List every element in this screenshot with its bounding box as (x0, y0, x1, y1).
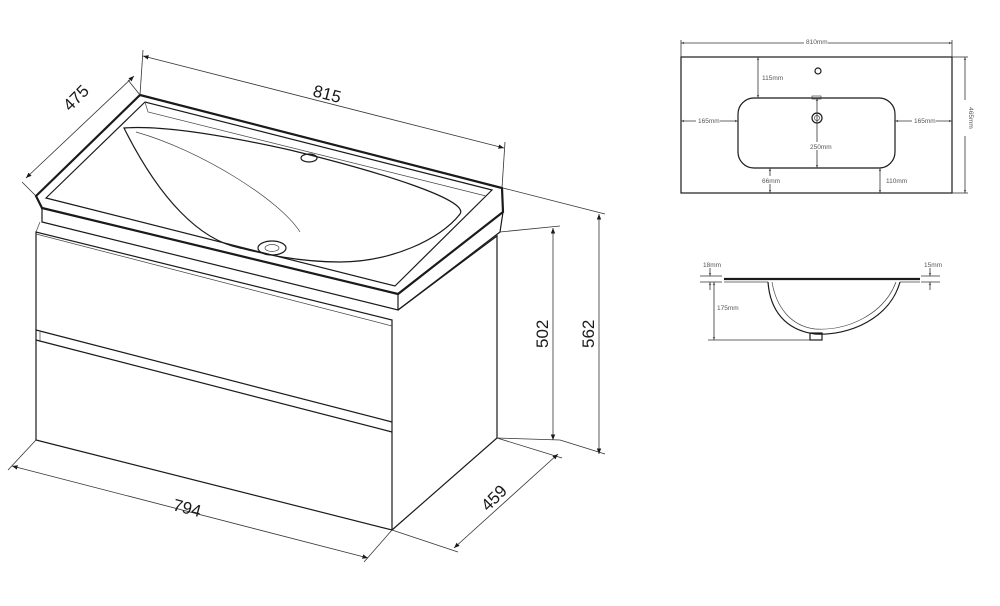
dim-line-depth-bottom (453, 453, 559, 549)
tap-hole (300, 153, 318, 163)
section-bowl-outer (767, 281, 901, 335)
label-bg (960, 100, 972, 136)
ext-line (502, 187, 606, 215)
basin-rim-outer (34, 93, 505, 296)
dim-rim-left: 18mm (703, 262, 721, 269)
drawer-top-line (35, 233, 393, 327)
basin-section-view: 18mm 15mm 175mm (700, 262, 942, 341)
drawer-gap-upper (35, 329, 393, 423)
dim-top-depth: 465mm (967, 107, 974, 129)
basin-side-edge (397, 211, 504, 311)
cabinet-isometric: 815 475 502 562 794 459 (7, 49, 606, 563)
ext-line (127, 79, 141, 96)
label-bg (809, 142, 831, 150)
ext-line (496, 437, 561, 441)
dim-side-left: 165mm (698, 118, 720, 125)
label-bg (912, 116, 936, 124)
drain-hole (257, 240, 287, 256)
drawer-gap-lower (35, 339, 393, 433)
top-view-outline (680, 56, 953, 194)
ext-line (7, 439, 37, 471)
dim-front-left: 66mm (762, 178, 780, 185)
ext-line (391, 529, 459, 553)
cabinet-side (391, 234, 498, 531)
basin-front-edge (41, 208, 399, 311)
section-bowl-inner (771, 281, 897, 330)
dim-front-right: 110mm (886, 178, 907, 185)
top-view-tap-hole (814, 67, 822, 75)
ext-line (139, 49, 144, 96)
top-view-bowl (737, 97, 896, 169)
drain-inner (264, 244, 280, 252)
label-bg (884, 176, 908, 184)
dim-line-width-top (142, 55, 505, 149)
dim-line-width-bottom (11, 465, 369, 559)
dim-depth-bottom: 459 (477, 481, 510, 514)
ext-line (496, 437, 563, 459)
dim-rim-right: 15mm (924, 262, 942, 269)
ext-line (21, 181, 37, 197)
basin-back-ledge (144, 101, 487, 197)
cabinet-corner (35, 221, 41, 233)
dim-height-total: 562 (579, 320, 598, 348)
ext-line (363, 529, 393, 563)
label-bg (760, 176, 780, 184)
label-bg (804, 37, 828, 46)
dim-top-width: 810mm (806, 39, 828, 46)
dim-depth-top: 475 (59, 81, 92, 114)
ext-line (559, 439, 606, 455)
dim-tap-offset: 115mm (762, 75, 783, 82)
dim-width-bottom: 794 (171, 495, 203, 520)
ext-line (499, 225, 561, 233)
dim-line-depth-top (25, 75, 135, 179)
dim-bowl-depth: 250mm (810, 144, 832, 151)
label-bg (696, 116, 720, 124)
dim-height-body: 502 (533, 320, 552, 348)
basin-rim-inner (44, 101, 494, 287)
ext-line (501, 141, 506, 189)
cabinet-front (35, 231, 393, 531)
basin-top-view: 810mm 465mm 115mm 165mm 165mm 250mm 66mm… (680, 37, 974, 194)
dim-side-right: 165mm (914, 118, 936, 125)
dim-bowl-height: 175mm (717, 305, 739, 312)
section-drain (809, 332, 823, 341)
dim-width-top: 815 (311, 81, 343, 106)
